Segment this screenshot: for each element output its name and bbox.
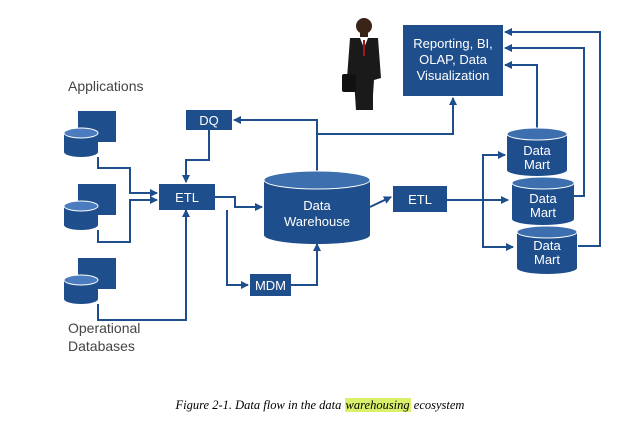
data-mart-2-label-line1: Data — [529, 191, 557, 206]
application-3-icon — [63, 258, 116, 304]
mdm-label: MDM — [255, 278, 286, 293]
arrow-app3-to-etl — [97, 209, 190, 321]
operational-label-line1: Operational — [68, 320, 140, 336]
mdm-node: MDM — [250, 274, 291, 296]
reporting-bi-node: Reporting, BI, OLAP, Data Visualization — [403, 25, 503, 96]
flow-arrows — [97, 28, 601, 321]
data-warehouse-cylinder: Data Warehouse — [263, 170, 371, 244]
data-mart-2-label-line2: Mart — [530, 205, 556, 220]
reporting-label-line3: Visualization — [417, 68, 490, 83]
arrow-mart2-to-reporting — [504, 44, 585, 197]
data-mart-3-cylinder: Data Mart — [516, 225, 578, 274]
dw-label-line1: Data — [303, 198, 331, 213]
reporting-label-line2: OLAP, Data — [419, 52, 487, 67]
data-mart-3-label-line2: Mart — [534, 252, 560, 267]
etl-right-node: ETL — [393, 186, 447, 212]
figure-caption: Figure 2-1. Data flow in the data wareho… — [0, 398, 640, 413]
data-mart-3-label-line1: Data — [533, 238, 561, 253]
arrow-dq-to-etl — [182, 130, 210, 183]
caption-highlight: warehousing — [344, 398, 411, 412]
arrow-app1-to-etl — [97, 157, 158, 197]
dw-label-line2: Warehouse — [284, 214, 350, 229]
arrow-etl-to-mart3 — [482, 200, 514, 251]
application-2-icon — [63, 184, 116, 230]
etl-left-label: ETL — [175, 190, 199, 205]
application-1-icon — [63, 111, 116, 157]
arrow-dw-to-etl — [369, 196, 392, 208]
arrow-mdm-to-dw — [291, 243, 321, 286]
data-mart-1-label-line2: Mart — [524, 157, 550, 172]
arrow-dw-to-dq — [233, 116, 318, 172]
data-mart-2-cylinder: Data Mart — [511, 176, 575, 225]
data-mart-1-cylinder: Data Mart — [506, 127, 568, 176]
reporting-label-line1: Reporting, BI, — [413, 36, 493, 51]
caption-text-after: ecosystem — [410, 398, 465, 412]
data-mart-1-label-line1: Data — [523, 143, 551, 158]
arrow-mart3-to-reporting — [504, 28, 601, 247]
applications-label: Applications — [68, 78, 144, 94]
operational-label-line2: Databases — [68, 338, 135, 354]
arrow-app2-to-etl — [97, 196, 158, 243]
arrow-etl-to-mart1 — [447, 151, 506, 201]
etl-right-label: ETL — [408, 192, 432, 207]
business-person-icon — [342, 18, 381, 110]
etl-left-node: ETL — [159, 184, 215, 210]
arrow-dw-to-reporting — [317, 97, 457, 135]
caption-text-before: Figure 2-1. Data flow in the data — [175, 398, 345, 412]
arrow-mart1-to-reporting — [504, 61, 538, 132]
dq-label: DQ — [199, 113, 219, 128]
arrow-etl-to-dw — [215, 196, 263, 211]
dq-node: DQ — [186, 110, 232, 130]
arrow-etl-to-mdm — [226, 210, 249, 289]
